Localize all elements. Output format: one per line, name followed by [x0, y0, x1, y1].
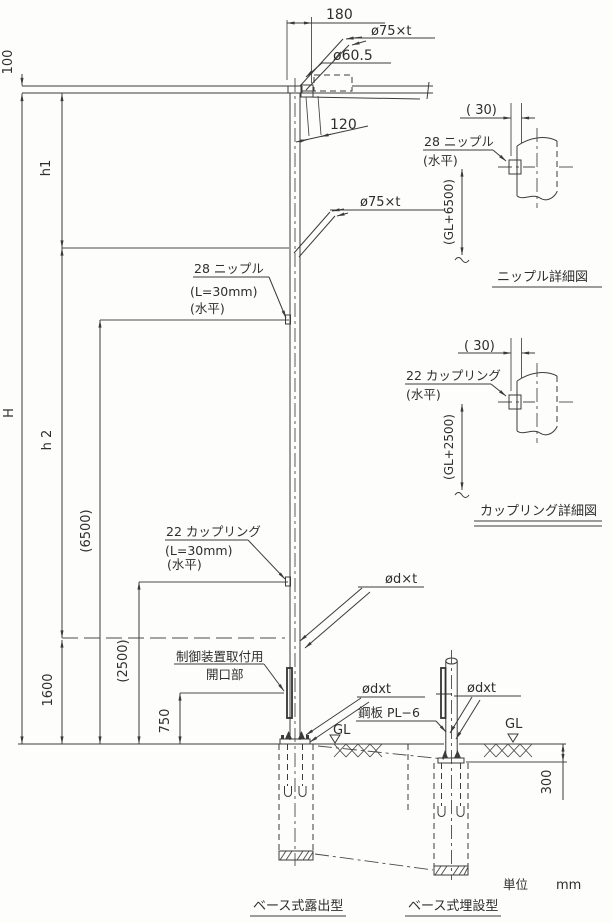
unit-label-text: 単位	[503, 877, 528, 892]
pole-dia-base2-text: ødxt	[467, 681, 496, 696]
coupling-callout: 22 カップリング (L=30mm) (水平)	[165, 524, 291, 587]
dim-h2-text: h 2	[40, 430, 55, 451]
dim-180: 180	[286, 7, 385, 83]
dim-h1-text: h1	[39, 160, 54, 177]
label-arm-top: ø75×t	[345, 24, 435, 46]
dim-H-text: H	[2, 408, 17, 418]
pole-buried	[407, 650, 469, 880]
dim-180-text: 180	[326, 7, 353, 23]
dim-750-text: 750	[158, 709, 173, 734]
coupling-detail-gl-text: (GL+2500)	[442, 414, 456, 480]
main-pole-view: 180 ø75×t ø60.5 120 100	[1, 7, 581, 917]
level-lines	[62, 247, 289, 694]
pole-dia-mid-callout: ød×t	[299, 572, 424, 649]
pole-dia-base-callout: ødxt	[305, 682, 425, 743]
nipple-callout: 28 ニップル (L=30mm) (水平)	[190, 261, 291, 325]
link-anchorplate-line	[314, 853, 434, 871]
coupling-detail-figure: ( 30) 22 カップリング (水平) (GL+2500) カップリング詳細図	[405, 338, 602, 527]
pole-dia-base-text: ødxt	[362, 682, 391, 697]
control-opening: 制御装置取付用 開口部	[174, 649, 293, 719]
nipple-len-text: (L=30mm)	[190, 284, 257, 299]
gl-left-text: GL	[333, 723, 351, 738]
nipple-horiz-text: (水平)	[190, 301, 225, 316]
coupling-name-text: 22 カップリング	[166, 524, 261, 539]
nipple-name-text: 28 ニップル	[194, 261, 264, 276]
bottom-captions: ベース式露出型 ベース式埋設型	[250, 898, 501, 917]
pole-dia-mid-text: ød×t	[385, 572, 417, 587]
link-baseplate-line	[317, 745, 445, 760]
coupling-horiz-text: (水平)	[167, 557, 202, 572]
left-dimensions: 100 H h1 h 2 1600 (6500) (2500) 750	[1, 50, 182, 745]
base-exposed	[278, 731, 314, 861]
caption-buried-text: ベース式埋設型	[408, 898, 498, 914]
top-tenon	[300, 74, 433, 100]
pole-shaft	[287, 78, 303, 866]
top-arm	[299, 38, 350, 91]
pole-dia-base2-callout: ødxt	[449, 681, 521, 740]
unit-note: 単位 mm	[503, 877, 581, 893]
coupling-detail-name-text: 22 カップリング	[406, 368, 501, 383]
opening-line1-text: 制御装置取付用	[176, 649, 264, 664]
gl-right-text: GL	[505, 717, 523, 732]
steel-plate-text: 鋼板 PL−6	[358, 705, 420, 720]
dim-1600-text: 1600	[41, 673, 56, 706]
coupling-detail-caption-text: カップリング詳細図	[480, 503, 597, 519]
caption-exposed-text: ベース式露出型	[253, 899, 343, 914]
label-tenon: ø60.5	[305, 48, 391, 78]
nipple-detail-figure: ( 30) 28 ニップル (水平) (GL+6500) ニップル詳細図	[423, 103, 602, 288]
dim-120-text: 120	[330, 117, 357, 133]
steel-plate-callout: 鋼板 PL−6	[356, 705, 447, 733]
mid-arm: ø75×t	[293, 195, 445, 258]
nipple-detail-name-text: 28 ニップル	[424, 134, 494, 149]
coupling-detail-dim30-text: ( 30)	[464, 339, 495, 354]
coupling-len-text: (L=30mm)	[165, 543, 232, 558]
label-arm-mid-text: ø75×t	[360, 195, 401, 210]
dim-300-text: 300	[540, 770, 555, 795]
dim-120: 120	[295, 95, 369, 143]
nipple-detail-gl-text: (GL+6500)	[442, 179, 456, 245]
nipple-detail-dim30-text: ( 30)	[466, 103, 497, 118]
dim-2500-text: (2500)	[116, 639, 131, 682]
gl-mark-left: GL	[329, 723, 383, 758]
gl-mark-right: GL	[483, 717, 533, 758]
coupling-detail-horiz-text: (水平)	[406, 387, 441, 402]
label-tenon-text: ø60.5	[333, 48, 373, 64]
nipple-detail-caption-text: ニップル詳細図	[497, 269, 588, 285]
dim-300: 300	[466, 743, 567, 800]
unit-value-text: mm	[556, 878, 581, 893]
opening-line2-text: 開口部	[206, 667, 244, 682]
label-arm-top-text: ø75×t	[371, 24, 412, 39]
dim-100-text: 100	[1, 50, 16, 75]
dim-6500-text: (6500)	[79, 509, 94, 552]
nipple-detail-horiz-text: (水平)	[423, 153, 458, 168]
